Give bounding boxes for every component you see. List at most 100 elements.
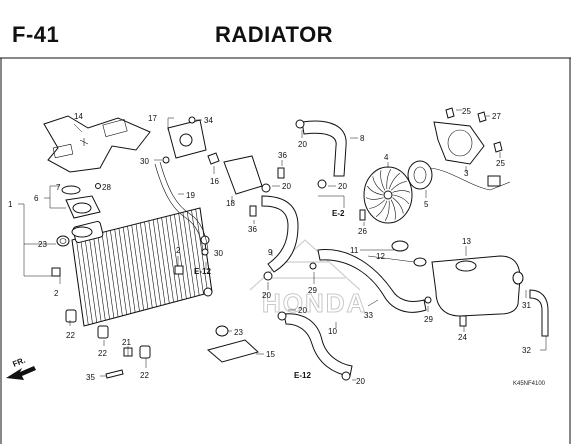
label-25-right: 25 — [496, 159, 505, 168]
grommet-2-left — [51, 267, 61, 277]
clip-20a — [295, 119, 305, 129]
label-14: 14 — [74, 112, 83, 121]
drawing-reference-code: K45NF4100 — [513, 381, 546, 387]
front-arrow — [6, 366, 36, 380]
hose-19 — [159, 161, 209, 251]
clip-20e — [277, 311, 287, 321]
label-4: 4 — [384, 153, 389, 162]
label-5: 5 — [424, 200, 429, 209]
label-10: 10 — [328, 327, 337, 336]
label-20a: 20 — [298, 140, 307, 149]
label-1: 1 — [8, 200, 13, 209]
clip-30-upper — [162, 156, 170, 164]
part-26 — [359, 209, 366, 221]
label-23a: 23 — [38, 240, 47, 249]
label-31: 31 — [522, 301, 531, 310]
label-22b: 22 — [98, 349, 107, 358]
figure-code: F-41 — [12, 22, 60, 47]
label-20e: 20 — [298, 306, 307, 315]
label-26: 26 — [358, 227, 367, 236]
label-12: 12 — [376, 252, 385, 261]
label-16: 16 — [210, 177, 219, 186]
bolt-36-lower — [249, 205, 257, 217]
label-2-right: 2 — [176, 246, 181, 255]
label-22c: 22 — [140, 371, 149, 380]
label-2-left: 2 — [54, 289, 59, 298]
water-outlet-18 — [223, 155, 263, 195]
rubber-mount-22a — [65, 309, 77, 323]
clip-20f — [341, 371, 351, 381]
label-23b: 23 — [234, 328, 243, 337]
label-25-top: 25 — [462, 107, 471, 116]
label-19: 19 — [186, 191, 195, 200]
label-33: 33 — [364, 311, 373, 320]
part-callouts: 1 2 2 3 4 5 6 7 8 9 10 11 12 13 14 15 16… — [8, 107, 531, 386]
fan-shroud-3 — [429, 121, 511, 191]
label-21: 21 — [122, 338, 131, 347]
hose-8 — [301, 120, 347, 177]
clip-20d — [263, 271, 273, 281]
fan-motor-5 — [407, 160, 433, 190]
breather-tube-32 — [529, 289, 549, 337]
bolt-35 — [105, 369, 124, 379]
label-13: 13 — [462, 237, 471, 246]
part-12 — [413, 257, 427, 267]
clip-20b — [261, 183, 271, 193]
label-28: 28 — [102, 183, 111, 192]
label-32: 32 — [522, 346, 531, 355]
hose-19-outline — [154, 163, 204, 253]
clip-29a — [309, 262, 317, 270]
bolt-36-upper — [277, 167, 285, 179]
label-27: 27 — [492, 112, 501, 121]
bolt-24 — [459, 315, 467, 327]
label-6: 6 — [34, 194, 39, 203]
label-36-upper: 36 — [278, 151, 287, 160]
rubber-mount-22b — [97, 325, 109, 339]
grommet-2-right — [174, 265, 184, 275]
label-11: 11 — [350, 246, 359, 255]
label-8: 8 — [360, 134, 365, 143]
label-9: 9 — [268, 248, 273, 257]
clip-20c — [317, 179, 327, 189]
filler-neck-6 — [61, 183, 101, 219]
ref-e12-upper: E-12 — [194, 267, 211, 276]
part-16 — [207, 152, 220, 165]
label-35: 35 — [86, 373, 95, 382]
label-20c: 20 — [338, 182, 347, 191]
label-34: 34 — [204, 116, 213, 125]
label-30b: 30 — [214, 249, 223, 258]
label-29a: 29 — [308, 286, 317, 295]
part-11 — [391, 240, 409, 252]
label-7: 7 — [56, 183, 61, 192]
label-20d: 20 — [262, 291, 271, 300]
bolt-25-right — [493, 141, 503, 153]
label-3: 3 — [464, 169, 469, 178]
cap-23-lower — [215, 325, 229, 337]
ref-e12-lower: E-12 — [294, 371, 311, 380]
hose-10 — [283, 313, 353, 377]
label-36-lower: 36 — [248, 225, 257, 234]
bolt-27 — [477, 111, 487, 123]
thermostat-housing-17 — [167, 116, 207, 159]
radiator-cap-23 — [56, 235, 70, 247]
reserve-tank-13 — [431, 255, 524, 317]
label-17: 17 — [148, 114, 157, 123]
hose-9 — [261, 195, 299, 273]
leader-lines — [18, 109, 547, 381]
cooling-fan-4 — [363, 166, 413, 224]
hose-33 — [317, 249, 427, 313]
bolt-25-upper — [445, 107, 455, 119]
page-title: RADIATOR — [215, 22, 334, 47]
label-24: 24 — [458, 333, 467, 342]
rubber-mount-22c — [139, 345, 151, 359]
label-20f: 20 — [356, 377, 365, 386]
label-20b: 20 — [282, 182, 291, 191]
ref-e2: E-2 — [332, 209, 345, 218]
label-29b: 29 — [424, 315, 433, 324]
fr-label: FR. — [11, 356, 26, 369]
label-15: 15 — [266, 350, 275, 359]
label-22a: 22 — [66, 331, 75, 340]
radiator-core-1 — [71, 207, 213, 327]
